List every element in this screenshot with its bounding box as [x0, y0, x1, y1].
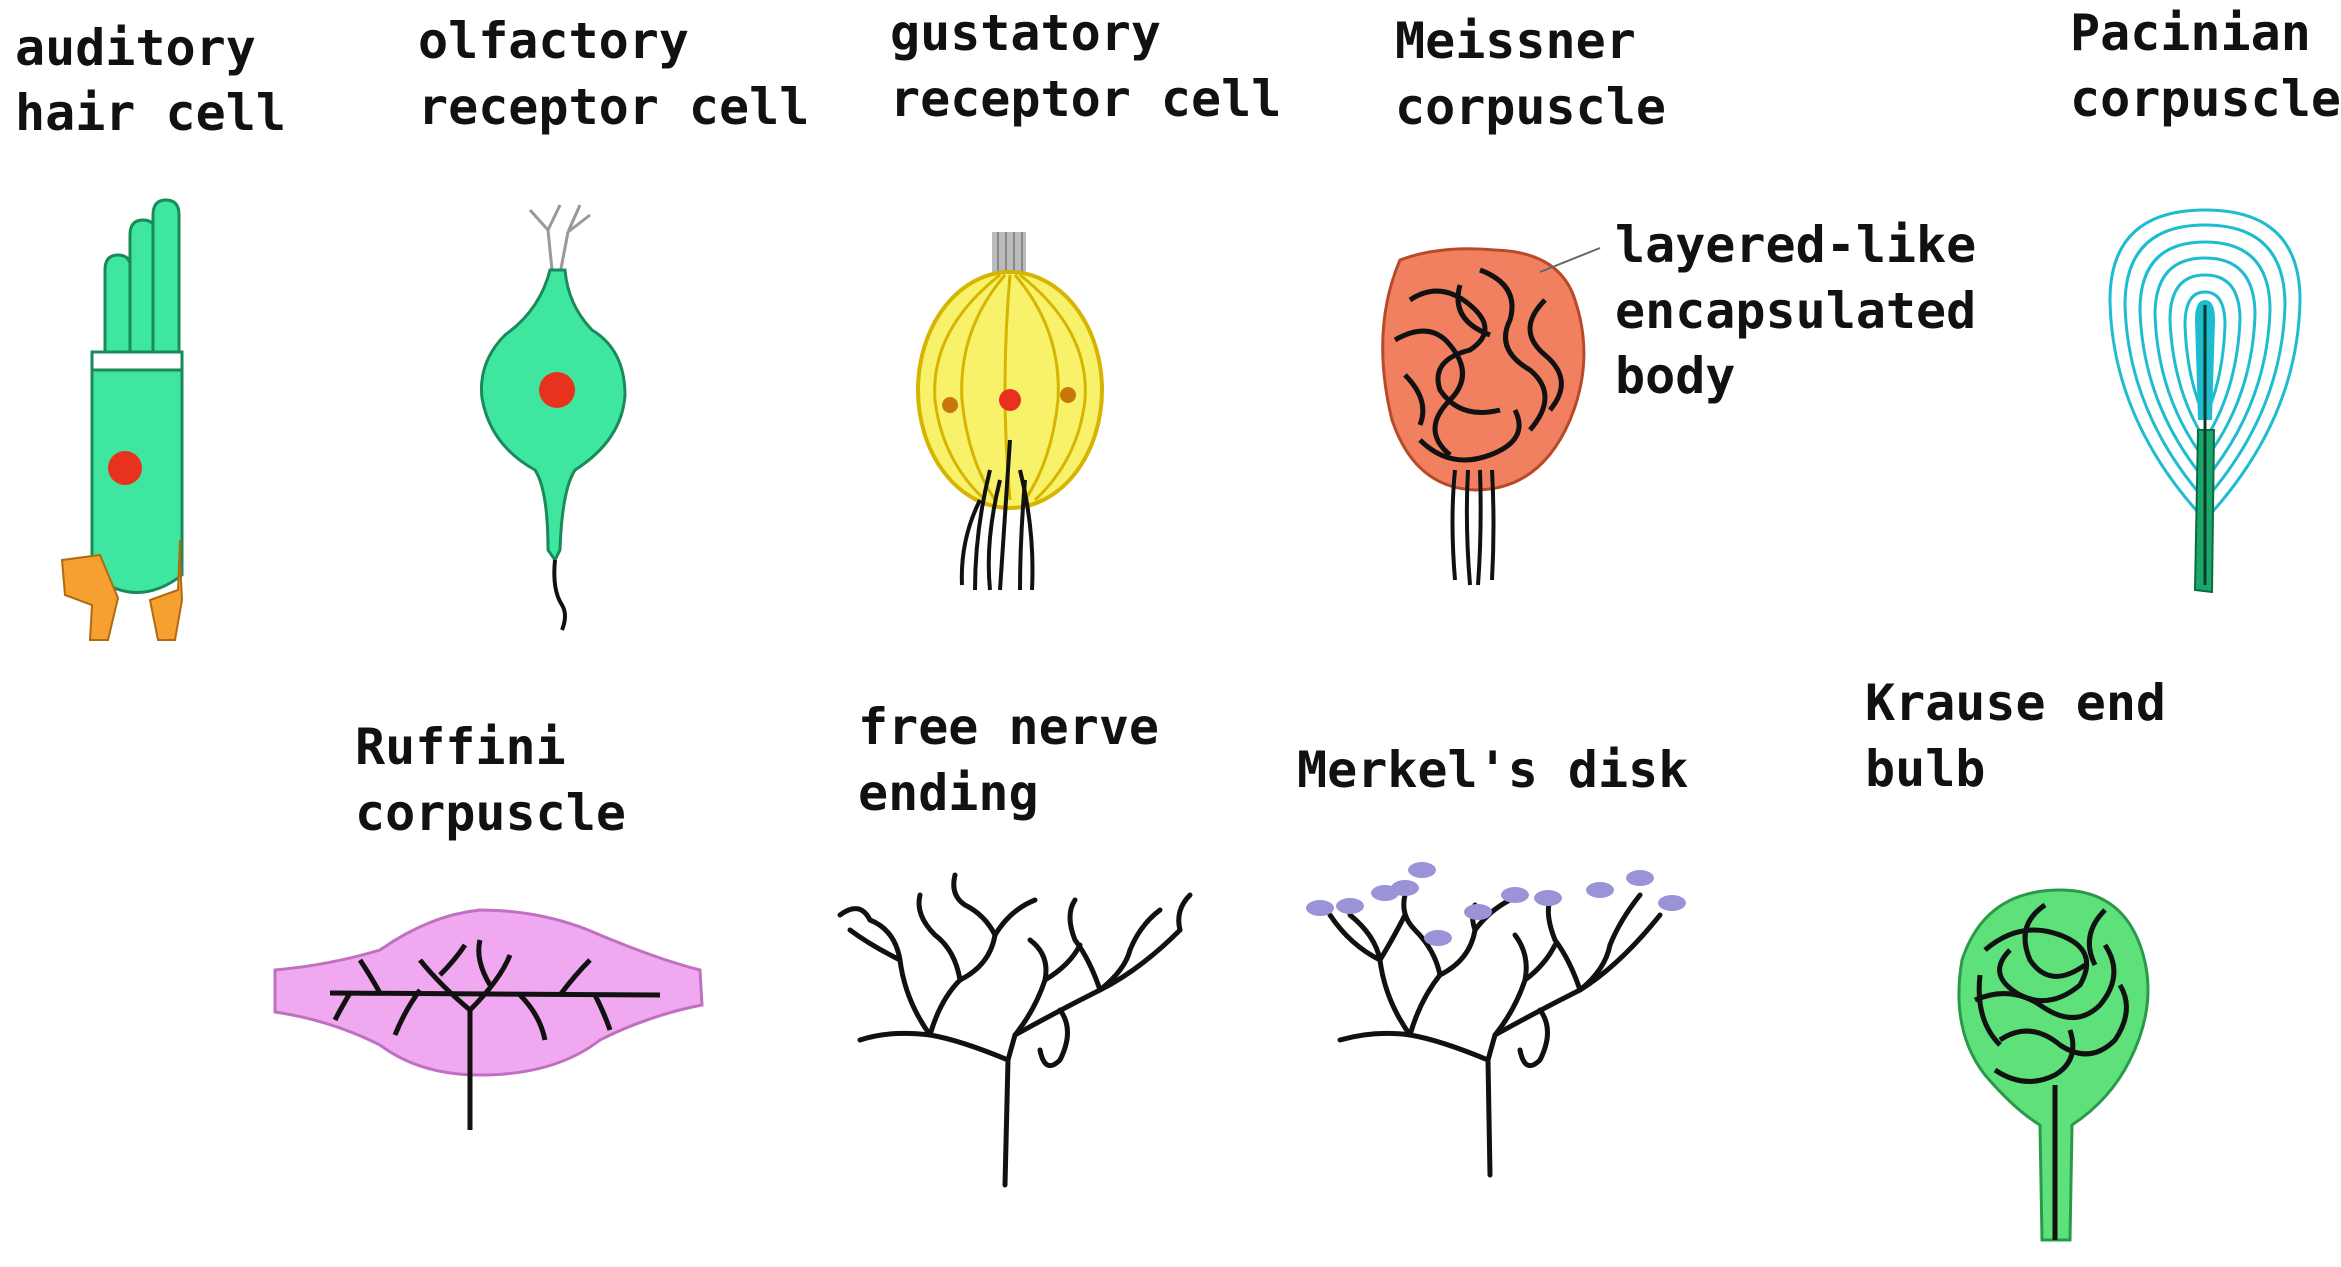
supporting-cell-left: [60, 553, 120, 641]
nucleus: [942, 397, 958, 413]
krause-nerve-coils: [1974, 902, 2129, 1240]
meissner-nerve-fibers: [1450, 469, 1496, 586]
stereocilia: [103, 198, 181, 362]
label-meissner-corpuscle: Meissner corpuscle: [1395, 12, 1666, 136]
nucleus: [999, 389, 1021, 411]
merkel-nerve-branches: [1327, 892, 1663, 1178]
label-gustatory-receptor-cell: gustatory receptor cell: [890, 4, 1281, 128]
label-meissner-callout: layered-like encapsulated body: [1615, 216, 2006, 405]
cuticular-plate: [90, 350, 184, 372]
meissner-nerve-coils: [1393, 267, 1564, 463]
label-ruffini-corpuscle: Ruffini corpuscle: [355, 718, 626, 842]
label-free-nerve-ending: free nerve ending: [858, 698, 1189, 822]
label-olfactory-receptor-cell: olfactory receptor cell: [418, 12, 809, 136]
olfactory-cilia: [528, 204, 591, 301]
label-merkels-disk: Merkel's disk: [1297, 741, 1688, 799]
nucleus: [539, 372, 575, 408]
hair-cell-body: [90, 368, 184, 594]
gustatory-cells: [933, 273, 1087, 502]
olfactory-axon: [552, 559, 567, 631]
gustatory-nerve-fibers: [959, 439, 1035, 591]
krause-end-bulb-drawing: [1957, 888, 2150, 1242]
gustatory-receptor-cell-drawing: [916, 232, 1104, 591]
olfactory-receptor-cell-drawing: [479, 204, 627, 631]
meissner-capsule: [1381, 247, 1586, 492]
olfactory-cell-body: [479, 268, 627, 563]
pacinian-corpuscle-drawing: [2108, 208, 2302, 594]
label-pacinian-corpuscle: Pacinian corpuscle: [2070, 4, 2341, 128]
meissner-corpuscle-drawing: [1381, 247, 1601, 586]
label-auditory-hair-cell: auditory hair cell: [15, 19, 286, 142]
merkel-disks: [1306, 862, 1686, 946]
merkels-disk-drawing: [1306, 862, 1686, 1178]
callout-line: [1539, 247, 1601, 273]
free-nerve-ending-drawing: [837, 872, 1193, 1188]
auditory-hair-cell-drawing: [60, 198, 184, 641]
nucleus: [1060, 387, 1076, 403]
ruffini-nerve-branches: [329, 939, 661, 1130]
ruffini-corpuscle-drawing: [273, 908, 704, 1130]
supporting-cell-right: [148, 539, 184, 641]
label-krause-end-bulb: Krause end bulb: [1865, 674, 2196, 798]
nucleus: [108, 451, 142, 485]
